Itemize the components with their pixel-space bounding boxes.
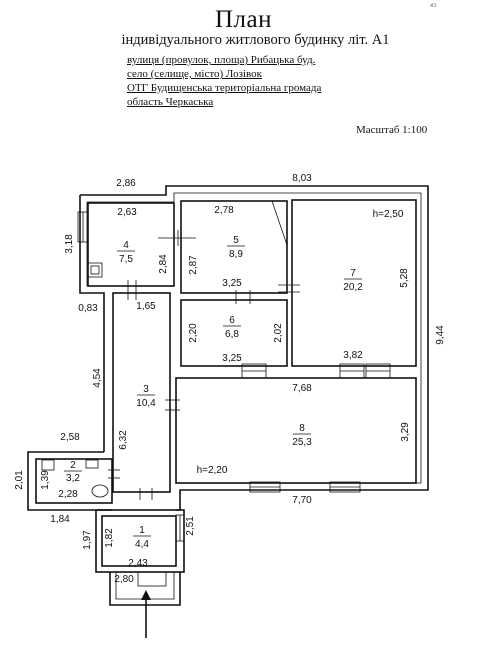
dim-outer-top-right: 8,03	[292, 173, 312, 184]
stove-icon	[87, 262, 103, 278]
dim-bottom-right: 7,70	[292, 495, 312, 506]
dim-r7-right: 5,28	[399, 268, 410, 288]
dim-ext-top: 2,58	[60, 432, 80, 443]
sink-icon	[41, 459, 55, 471]
scale-label: Масштаб 1:100	[356, 124, 428, 136]
doors	[108, 230, 300, 500]
porch-step	[137, 571, 167, 587]
room-8-walls	[175, 377, 417, 484]
dim-r5-left: 2,87	[188, 255, 199, 275]
room-2-area: 3,2	[66, 473, 80, 484]
dim-r5-width: 2,78	[214, 205, 234, 216]
dim-r1-bottom: 2,43	[128, 558, 148, 569]
dim-ext-bottom: 1,84	[50, 514, 70, 525]
height-lower: h=2,20	[197, 465, 228, 476]
room-2-number: 2	[70, 460, 76, 471]
dim-r2-width: 2,28	[58, 489, 78, 500]
room-5-walls	[180, 200, 288, 294]
dim-r2-side: 1,39	[40, 470, 51, 490]
outer-walls	[79, 185, 429, 511]
dim-r5-bottom: 3,25	[222, 278, 242, 289]
room-4-area: 7,5	[119, 254, 133, 265]
fixtures	[41, 262, 109, 498]
dim-r6-right: 2,02	[273, 323, 284, 343]
room-2-walls	[35, 458, 113, 504]
dim-r8-top: 7,68	[292, 383, 312, 394]
room-4-walls	[87, 202, 175, 287]
windows	[77, 211, 391, 542]
room-4-number: 4	[123, 240, 129, 251]
room-8-area: 25,3	[292, 437, 312, 448]
room-6-number: 6	[229, 315, 235, 326]
settlement-line: село (селище, місто) Лозівок	[127, 68, 262, 80]
dim-corridor-len: 6,32	[118, 430, 129, 450]
dim-ext-left: 2,01	[14, 470, 25, 490]
street-line: вулиця (провулок, площа) Рибацька буд.	[127, 54, 316, 66]
room-3-number: 3	[143, 384, 149, 395]
dim-outer-left-mid: 4,54	[92, 368, 103, 388]
dim-outer-top-left: 2,86	[116, 178, 136, 189]
room-6-area: 6,8	[225, 329, 239, 340]
room-5-number: 5	[233, 235, 239, 246]
plan-subtitle: індивідуального житлового будинку літ. А…	[121, 32, 390, 48]
room-1-number: 1	[139, 525, 145, 536]
dim-porch-left: 1,97	[82, 530, 93, 550]
room-8-number: 8	[299, 423, 305, 434]
dim-r1-left: 1,82	[104, 528, 115, 548]
dim-porch-bottom: 2,80	[114, 574, 134, 585]
stair-mark	[271, 200, 288, 246]
plan-title: План	[214, 6, 272, 33]
entry-arrow-head	[141, 590, 151, 600]
dim-r1-right: 2,51	[185, 516, 196, 536]
room-7-walls	[291, 199, 417, 367]
room-1-area: 4,4	[135, 539, 149, 550]
sink-icon-2	[85, 459, 99, 469]
room-2-outer	[27, 451, 112, 511]
dim-corridor-top: 1,65	[136, 301, 156, 312]
page-mark: 43	[430, 3, 436, 9]
room-3-walls	[112, 292, 171, 493]
region-line: область Черкаська	[127, 96, 214, 108]
dim-r6-left: 2,20	[188, 323, 199, 343]
room-3-area: 10,4	[136, 398, 156, 409]
dim-r7-bottom: 3,82	[343, 350, 363, 361]
porch-outer	[109, 572, 181, 606]
height-upper: h=2,50	[373, 209, 404, 220]
toilet-icon	[91, 484, 109, 498]
room-6-walls	[180, 299, 288, 367]
dim-r4-width: 2,63	[117, 207, 137, 218]
dim-outer-left-step: 0,83	[78, 303, 98, 314]
dim-r6-bottom: 3,25	[222, 353, 242, 364]
room-5-area: 8,9	[229, 249, 243, 260]
dim-r4-depth: 2,84	[158, 254, 169, 274]
room-7-number: 7	[350, 268, 356, 279]
dim-r8-right: 3,29	[400, 422, 411, 442]
dim-outer-left-upper: 3,18	[64, 234, 75, 254]
room-7-area: 20,2	[343, 282, 363, 293]
dim-outer-right: 9,44	[435, 325, 446, 345]
community-line: ОТГ Будищенська територіальна громада	[127, 82, 322, 94]
